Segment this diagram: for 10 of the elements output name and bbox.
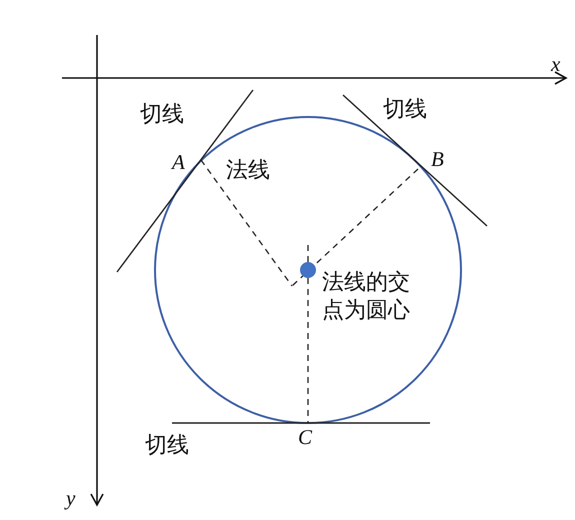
- point-label: C: [298, 424, 312, 451]
- line-label: 切线: [140, 100, 184, 128]
- axis-label: x: [551, 51, 560, 78]
- axis-label: y: [66, 485, 76, 512]
- line-label: 切线: [383, 95, 427, 123]
- line-label: 切线: [145, 431, 189, 459]
- point-label: B: [431, 146, 444, 173]
- note-text: 法线的交点为圆心: [322, 268, 411, 324]
- line-label: 法线: [226, 156, 270, 184]
- point-label: A: [172, 149, 185, 176]
